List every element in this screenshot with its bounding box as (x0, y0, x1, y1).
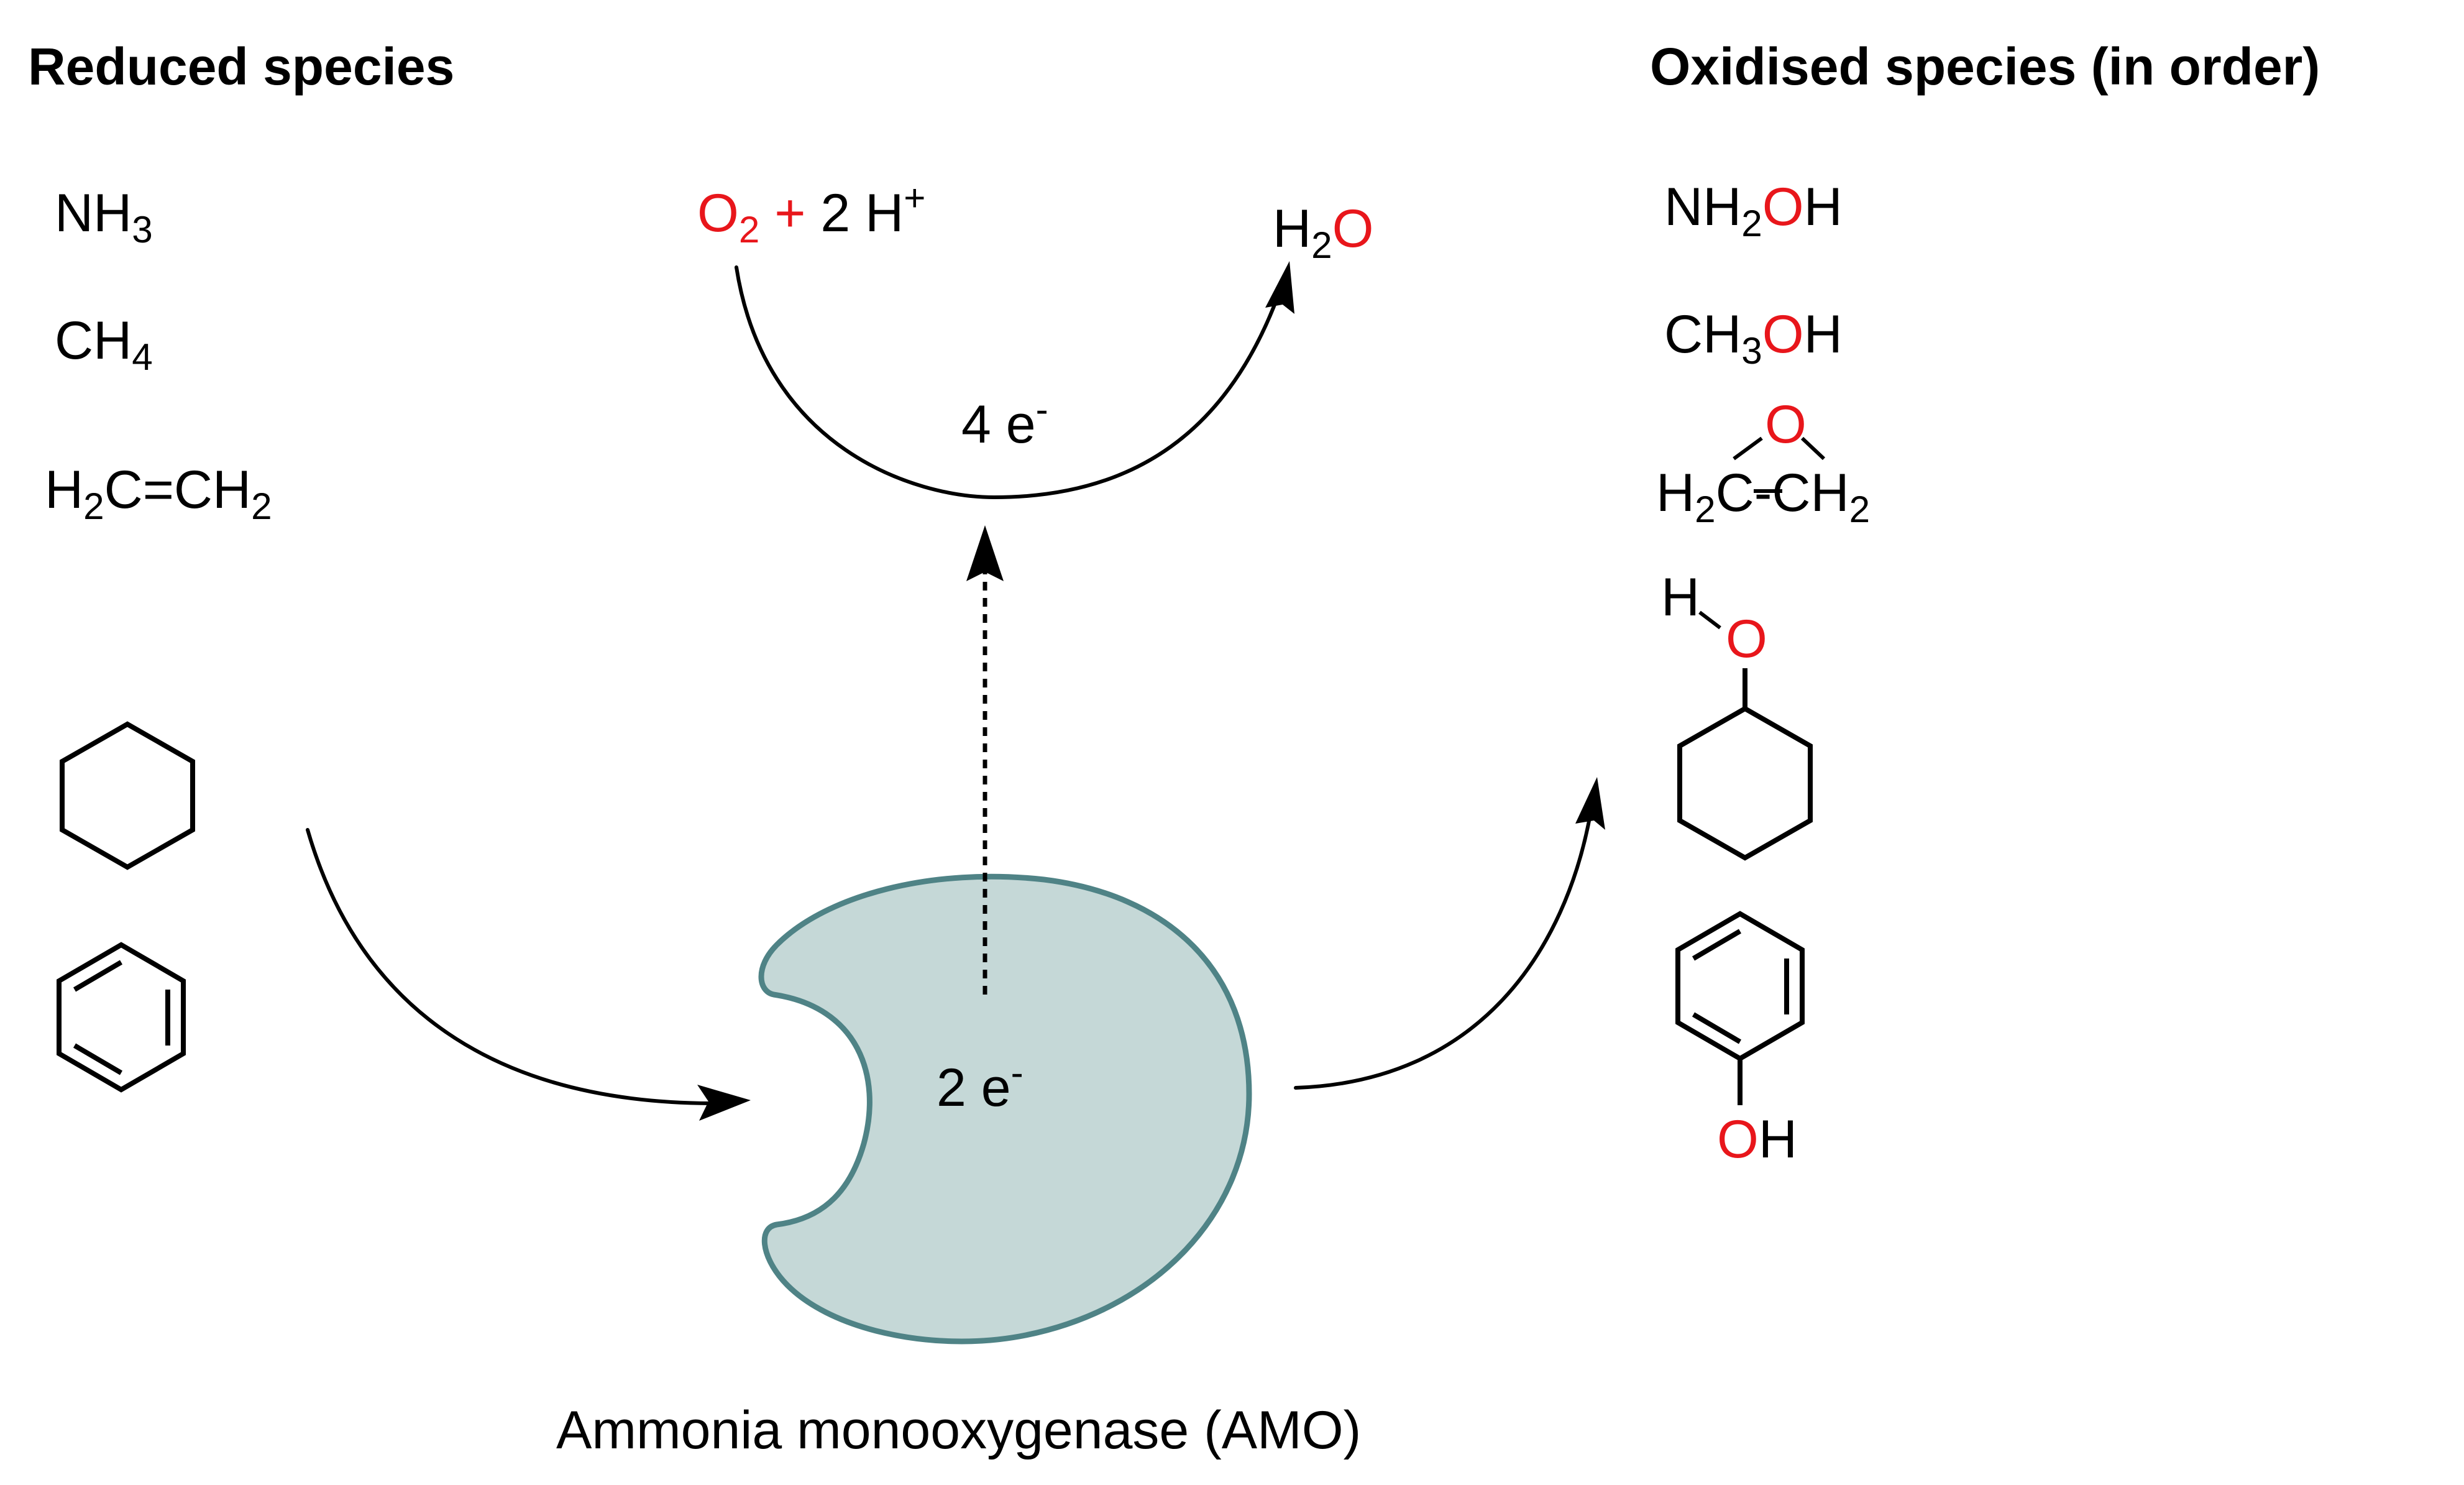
phenol-hydroxyl-label: OH (1717, 1110, 1798, 1169)
substrate-in-arrowhead (697, 1085, 751, 1121)
dotted-arrowhead (966, 525, 1004, 581)
cyclohexanol-oxygen-atom: O (1726, 609, 1767, 669)
methanol-formula: CH3OH (1664, 305, 1843, 372)
hydroxylamine-formula: NH2OH (1664, 177, 1843, 245)
ethylene-formula: H2C=CH2 (45, 460, 272, 528)
enzyme-name-caption: Ammonia monooxygenase (AMO) (556, 1400, 1362, 1460)
substrate-in-arrow (306, 828, 717, 1105)
cycle-arc-arrow (735, 265, 1279, 500)
cycle-reactant-label: O2 + 2 H+ (697, 177, 926, 251)
cyclohexanol-structure (1677, 610, 1813, 861)
four-electrons-label: 4 e- (961, 388, 1048, 454)
water-product-label: H2O (1273, 199, 1374, 267)
cyclohexanol-hydrogen-atom: H (1661, 568, 1700, 627)
product-out-arrow (1294, 809, 1593, 1090)
reduced-species-heading: Reduced species (28, 37, 455, 96)
product-out-arrowhead (1575, 777, 1605, 830)
amo-enzyme-shape (758, 873, 1252, 1345)
cyclohexane-structure (60, 721, 195, 870)
cycle-arrowhead (1265, 261, 1294, 314)
phenol-structure (1675, 911, 1805, 1105)
ammonia-formula: NH3 (55, 183, 153, 251)
methane-formula: CH4 (55, 311, 153, 379)
benzene-structure (57, 942, 186, 1093)
oxidised-species-heading: Oxidised species (in order) (1650, 37, 2320, 96)
epoxide-oxygen-atom: O (1765, 395, 1807, 454)
epoxide-ring-bonds (1733, 436, 1826, 493)
two-electrons-label: 2 e- (937, 1051, 1024, 1118)
ethylene-oxide-formula: H2C-CH2 (1656, 463, 1871, 531)
